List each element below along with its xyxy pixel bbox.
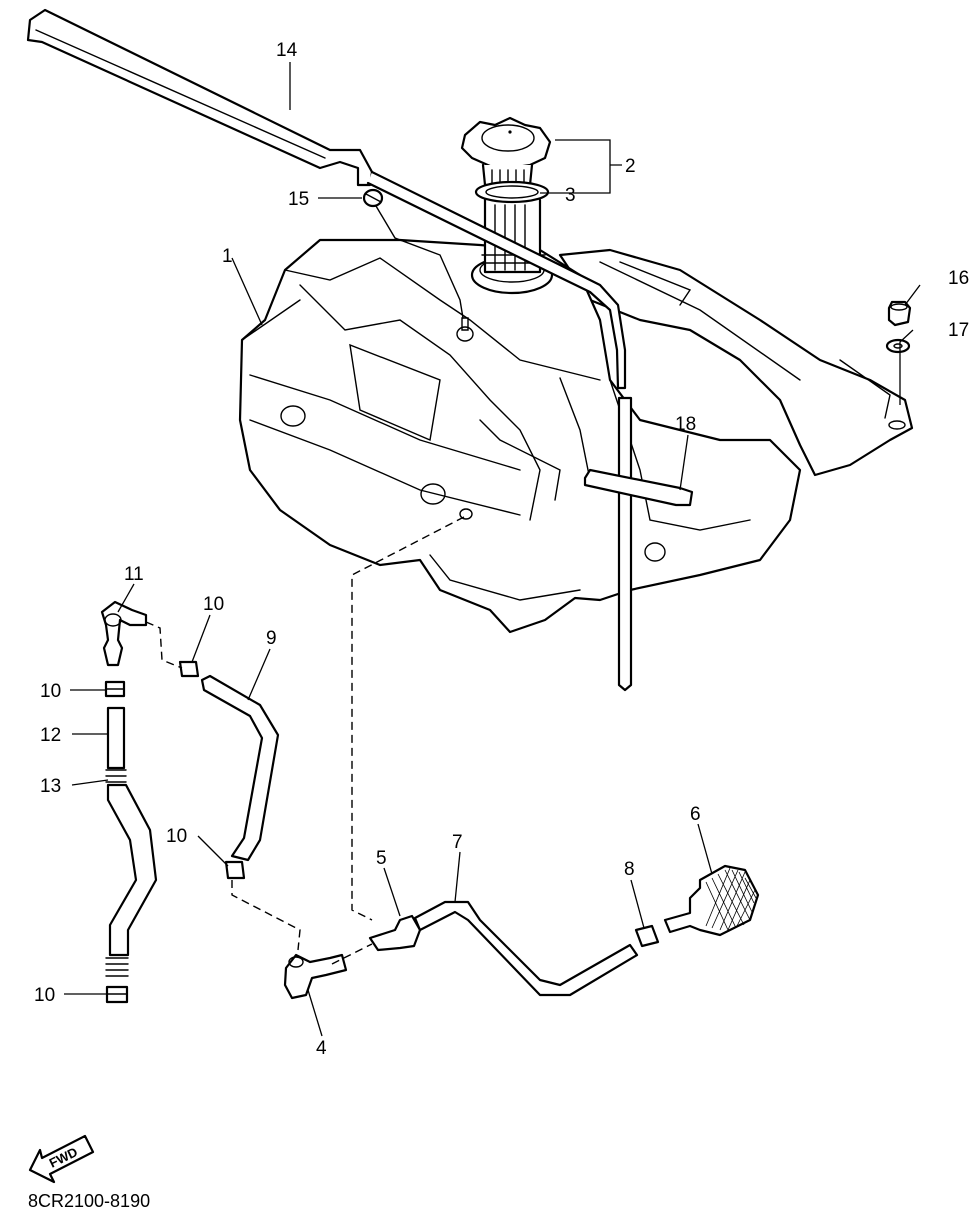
filler-cap	[460, 116, 552, 274]
callout-12: 12	[40, 725, 61, 746]
vent-fitting	[100, 600, 148, 667]
callout-9: 9	[266, 628, 277, 649]
fuel-tank	[238, 238, 914, 634]
fuel-nipple	[368, 914, 422, 952]
breather-hose	[26, 8, 627, 390]
washer	[885, 338, 911, 354]
callout-11: 11	[124, 564, 144, 585]
callout-15: 15	[288, 189, 309, 210]
callout-7: 7	[452, 832, 463, 853]
nut	[887, 300, 912, 327]
damper	[583, 468, 694, 507]
callout-13: 13	[40, 776, 61, 797]
callout-14: 14	[276, 40, 298, 61]
leader-lines	[64, 62, 921, 1037]
callout-10b: 10	[40, 681, 61, 702]
diagram-code: 8CR2100-8190	[28, 1191, 150, 1211]
hose-clamp-lower	[224, 860, 246, 880]
callout-6: 6	[690, 804, 701, 825]
callout-2: 2	[625, 156, 636, 177]
breather-tube	[617, 396, 633, 692]
hose-clip	[362, 188, 464, 319]
callout-17: 17	[948, 320, 969, 341]
callout-8: 8	[624, 859, 635, 880]
callout-5: 5	[376, 848, 387, 869]
callout-4: 4	[316, 1038, 327, 1059]
callout-18: 18	[675, 414, 696, 435]
callout-10c: 10	[166, 826, 187, 847]
callout-16: 16	[948, 268, 969, 289]
fuel-hose	[200, 674, 280, 862]
hose-clamp-left-bottom	[105, 985, 129, 1004]
vent-pipe	[105, 706, 127, 783]
hose-clamp-upper	[178, 660, 200, 678]
forward-arrow-icon: FWD	[28, 1134, 95, 1184]
fuel-filter	[663, 864, 760, 937]
hose-clamp-filter	[634, 924, 660, 948]
hose-clamp-left-top	[104, 680, 126, 698]
callout-10a: 10	[203, 594, 224, 615]
routing-lines	[145, 516, 465, 965]
elbow-fitting	[283, 953, 348, 1000]
vent-hose	[105, 783, 158, 977]
callout-10d: 10	[34, 985, 55, 1006]
filler-gasket	[474, 180, 550, 204]
callout-labels: 14 2 3 15 1 16 17 18 11 10 9 10 12 13 10…	[34, 40, 969, 1059]
callout-3: 3	[565, 185, 576, 206]
callout-1: 1	[222, 246, 233, 267]
fuel-pipe	[413, 900, 639, 997]
